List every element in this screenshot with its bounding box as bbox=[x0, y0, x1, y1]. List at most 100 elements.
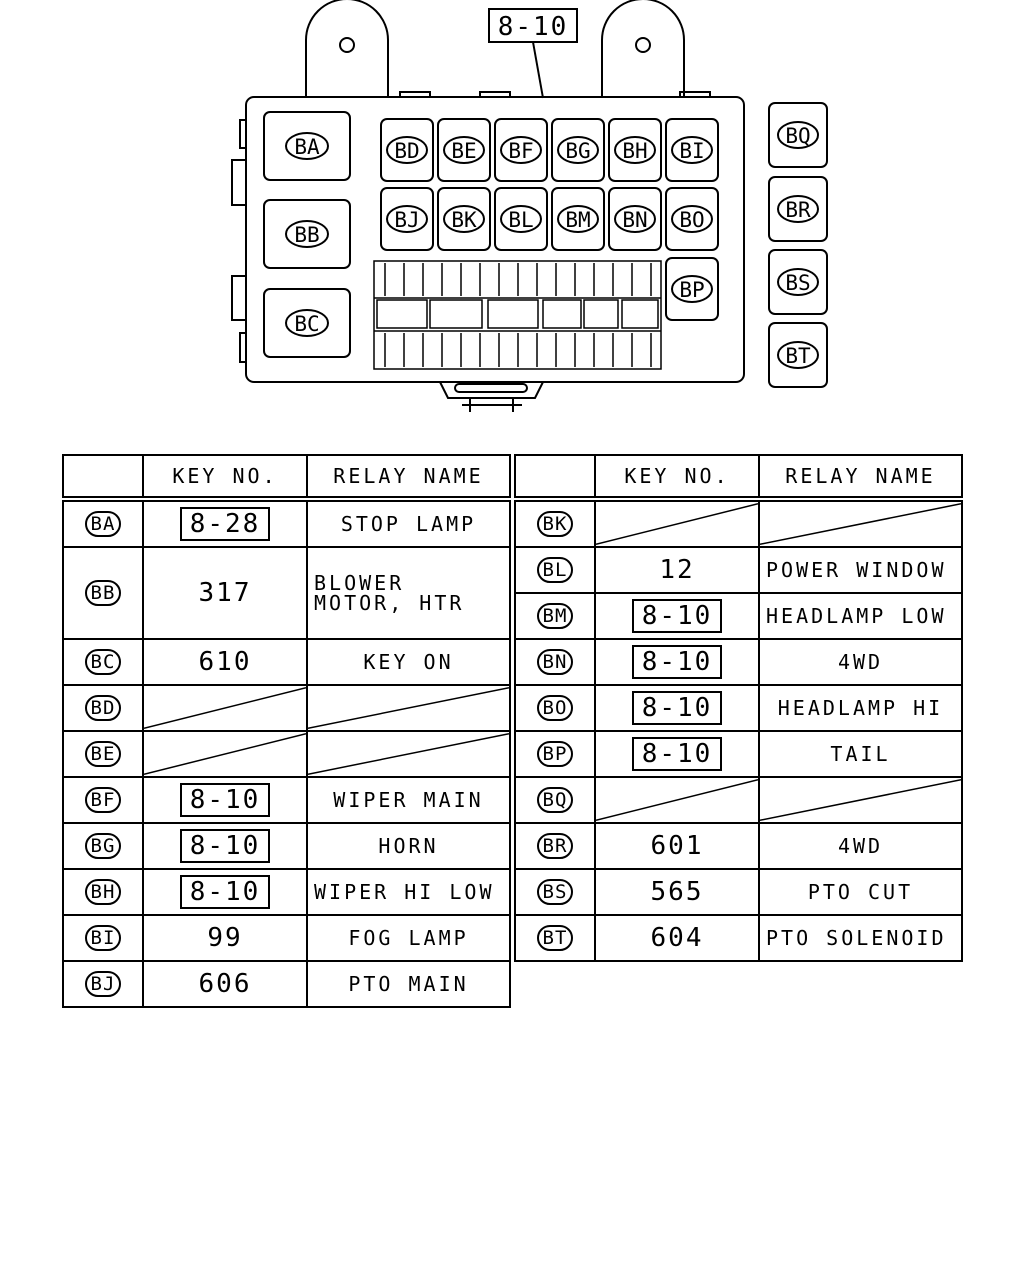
key-no-ref-box: 8-10 bbox=[631, 645, 723, 679]
relay-code: BE bbox=[84, 741, 122, 767]
header-blank bbox=[62, 454, 144, 502]
key-no-cell: 8-10 bbox=[594, 684, 760, 732]
relay-ba: BA bbox=[263, 111, 351, 181]
relay-label: BF bbox=[508, 139, 533, 163]
header-relay-name: RELAY NAME bbox=[306, 454, 511, 502]
mounting-ear-left bbox=[305, 0, 389, 97]
relay-code: BO bbox=[536, 695, 574, 721]
table-row: BP 8-10 TAIL bbox=[514, 730, 963, 778]
table-row: BO 8-10 HEADLAMP HI bbox=[514, 684, 963, 732]
relay-name: STOP LAMP bbox=[306, 498, 511, 548]
relay-bp: BP bbox=[665, 257, 719, 321]
relay-name: TAIL bbox=[758, 730, 963, 778]
relay-bm: BM bbox=[551, 187, 605, 251]
relay-label: BR bbox=[785, 198, 811, 222]
key-no: 610 bbox=[198, 647, 252, 677]
relay-name: POWER WINDOW bbox=[758, 546, 963, 594]
key-no-cell: 565 bbox=[594, 868, 760, 916]
table-row: BE bbox=[62, 730, 511, 778]
relay-code: BQ bbox=[536, 787, 574, 813]
key-no-cell: 8-10 bbox=[142, 868, 308, 916]
table-row: BD bbox=[62, 684, 511, 732]
relay-bn: BN bbox=[608, 187, 662, 251]
key-no-cell: 8-10 bbox=[594, 730, 760, 778]
relay-label: BG bbox=[565, 139, 590, 163]
relay-code-cell: BC bbox=[62, 638, 144, 686]
relay-label: BD bbox=[394, 139, 419, 163]
relay-label: BA bbox=[294, 135, 320, 159]
relay-name: PTO SOLENOID bbox=[758, 914, 963, 962]
key-no-ref-box: 8-10 bbox=[631, 691, 723, 725]
table-row: BA 8-28 STOP LAMP bbox=[62, 498, 511, 548]
relay-name: HEADLAMP HI bbox=[758, 684, 963, 732]
relay-label: BI bbox=[679, 139, 704, 163]
relay-bd: BD bbox=[380, 118, 434, 182]
relay-name-empty bbox=[758, 498, 963, 548]
relay-code: BK bbox=[536, 511, 574, 537]
key-no: 604 bbox=[650, 923, 704, 953]
key-no: 565 bbox=[650, 877, 704, 907]
relay-name-empty bbox=[758, 776, 963, 824]
relay-code: BP bbox=[536, 741, 574, 767]
relay-br: BR bbox=[768, 176, 828, 242]
relay-code: BL bbox=[536, 557, 574, 583]
key-no-ref-box: 8-28 bbox=[179, 507, 271, 541]
relay-code-cell: BR bbox=[514, 822, 596, 870]
relay-code: BF bbox=[84, 787, 122, 813]
relay-label: BC bbox=[294, 312, 319, 336]
relay-label: BS bbox=[785, 271, 810, 295]
relay-bk: BK bbox=[437, 187, 491, 251]
relay-label: BT bbox=[785, 344, 811, 368]
key-no-cell: 99 bbox=[142, 914, 308, 962]
relay-bi: BI bbox=[665, 118, 719, 182]
relay-name: 4WD bbox=[758, 638, 963, 686]
relay-name: HORN bbox=[306, 822, 511, 870]
relay-name: PTO CUT bbox=[758, 868, 963, 916]
relay-label: BK bbox=[451, 208, 477, 232]
key-no-ref-box: 8-10 bbox=[179, 875, 271, 909]
key-no-cell: 610 bbox=[142, 638, 308, 686]
relay-code: BA bbox=[84, 511, 122, 537]
key-no-cell: 8-10 bbox=[594, 592, 760, 640]
relay-label: BB bbox=[294, 223, 319, 247]
relay-code: BJ bbox=[84, 971, 122, 997]
relay-code: BN bbox=[536, 649, 574, 675]
relay-name: HEADLAMP LOW bbox=[758, 592, 963, 640]
key-no-empty bbox=[594, 776, 760, 824]
relay-name: WIPER HI LOW bbox=[306, 868, 511, 916]
relay-code-cell: BM bbox=[514, 592, 596, 640]
key-no-cell: 317 bbox=[142, 546, 308, 640]
key-no-cell: 601 bbox=[594, 822, 760, 870]
header-relay-name: RELAY NAME bbox=[758, 454, 963, 502]
callout-8-10: 8-10 bbox=[488, 8, 578, 99]
relay-name-empty bbox=[306, 730, 511, 778]
relay-bb: BB bbox=[263, 199, 351, 269]
relay-code-cell: BG bbox=[62, 822, 144, 870]
key-no-ref-box: 8-10 bbox=[631, 737, 723, 771]
key-no-ref-box: 8-10 bbox=[631, 599, 723, 633]
relay-code-cell: BI bbox=[62, 914, 144, 962]
relay-bf: BF bbox=[494, 118, 548, 182]
relay-name: KEY ON bbox=[306, 638, 511, 686]
relay-bs: BS bbox=[768, 249, 828, 315]
relay-code-cell: BB bbox=[62, 546, 144, 640]
relay-name: BLOWER MOTOR, HTR bbox=[306, 546, 511, 640]
table-row: BK bbox=[514, 498, 963, 548]
relay-code-cell: BF bbox=[62, 776, 144, 824]
relay-name: WIPER MAIN bbox=[306, 776, 511, 824]
key-no-empty bbox=[142, 730, 308, 778]
header-key-no: KEY NO. bbox=[142, 454, 308, 502]
key-no-cell: 12 bbox=[594, 546, 760, 594]
key-no-ref-box: 8-10 bbox=[179, 783, 271, 817]
relay-name: FOG LAMP bbox=[306, 914, 511, 962]
key-no: 317 bbox=[198, 578, 252, 608]
bottom-connector bbox=[439, 381, 544, 399]
table-row: BB 317 BLOWER MOTOR, HTR bbox=[62, 546, 511, 640]
relay-label: BP bbox=[679, 278, 704, 302]
relay-bq: BQ bbox=[768, 102, 828, 168]
